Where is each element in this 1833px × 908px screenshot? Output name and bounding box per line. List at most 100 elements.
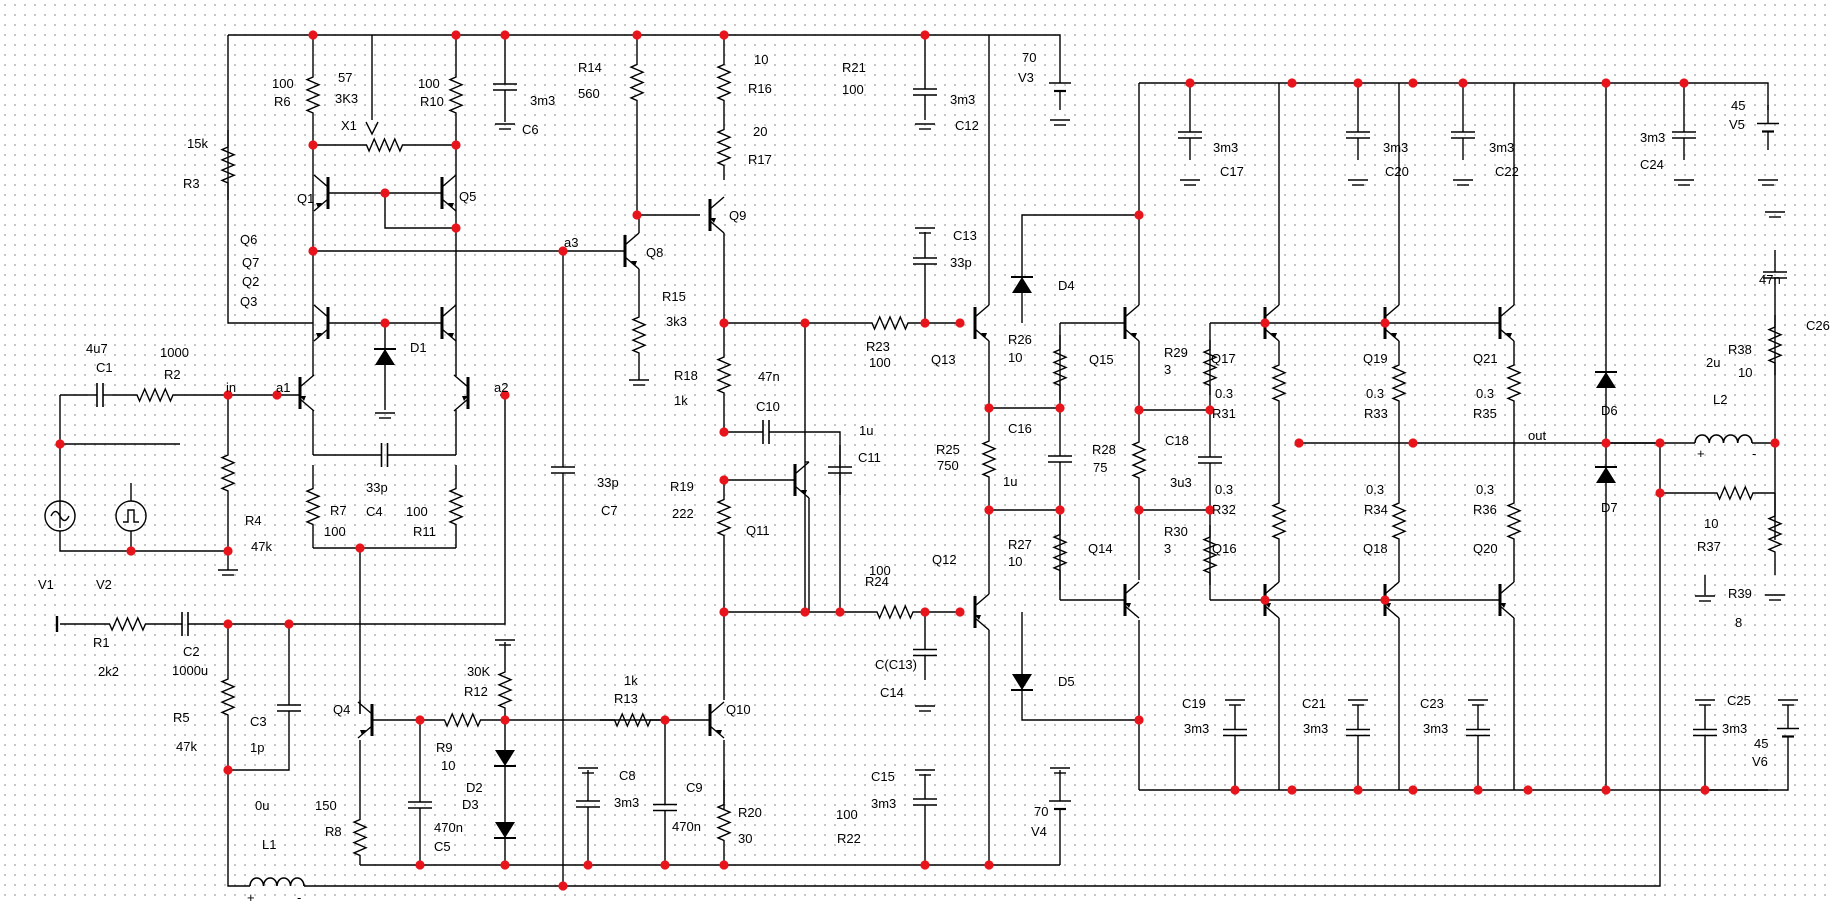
label-c22-ref: C22 xyxy=(1495,164,1519,179)
label-x1-pos: 57 xyxy=(338,70,352,85)
junction-node xyxy=(415,715,425,725)
transistor-q5 xyxy=(440,174,457,212)
label-r29-ref: R29 xyxy=(1164,345,1188,360)
junction-node xyxy=(984,505,994,515)
wire xyxy=(228,728,290,771)
label-q19: Q19 xyxy=(1363,351,1388,366)
label-r30-ref: R30 xyxy=(1164,524,1188,539)
wire xyxy=(638,214,700,233)
junction-node xyxy=(223,619,233,629)
label-c19-ref: C19 xyxy=(1182,696,1206,711)
wire xyxy=(1705,760,1789,791)
resistor-r37 xyxy=(1695,485,1775,501)
label-r33-value: 0.3 xyxy=(1366,386,1384,401)
diode-d7 xyxy=(1595,466,1617,483)
junction-node xyxy=(1679,78,1689,88)
junction-node xyxy=(719,607,729,617)
label-q4: Q4 xyxy=(333,702,350,717)
net-label-out: out xyxy=(1528,428,1546,443)
label-r26-value: 10 xyxy=(1008,350,1022,365)
label-r9-ref: R9 xyxy=(436,740,453,755)
wire xyxy=(384,193,456,229)
resistor-r36 xyxy=(1506,460,1522,582)
label-d3: D3 xyxy=(462,797,479,812)
resistor-r5 xyxy=(220,624,236,770)
transistor-q12 xyxy=(973,593,990,631)
label-r24-value: 100 xyxy=(869,563,891,578)
resistor-r29 xyxy=(1202,340,1218,395)
label-r6-value: 100 xyxy=(272,76,294,91)
label-r21-value: 100 xyxy=(842,82,864,97)
wire xyxy=(1021,612,1140,721)
transistor-q14 xyxy=(1123,581,1140,619)
label-q8: Q8 xyxy=(646,245,663,260)
label-r32-value: 0.3 xyxy=(1215,482,1233,497)
junction-node xyxy=(55,439,65,449)
label-l2-ref: L2 xyxy=(1713,392,1727,407)
diode-d1 xyxy=(374,348,396,365)
junction-node xyxy=(632,30,642,40)
junction-node xyxy=(380,318,390,328)
label-x1-ref: X1 xyxy=(341,118,357,133)
junction-node xyxy=(719,427,729,437)
wire xyxy=(808,431,841,612)
label-r17-value: 20 xyxy=(753,124,767,139)
label-r22-value: 100 xyxy=(836,807,858,822)
label-r35-value: 0.3 xyxy=(1476,386,1494,401)
label-c2-ref: C2 xyxy=(183,644,200,659)
junction-node xyxy=(719,475,729,485)
label-c3-value: 1p xyxy=(250,740,264,755)
label-c9-ref: C9 xyxy=(686,780,703,795)
resistor-r11 xyxy=(448,465,464,548)
resistor-r32 xyxy=(1271,460,1287,582)
label-c21-ref: C21 xyxy=(1302,696,1326,711)
junction-node xyxy=(955,607,965,617)
junction-node xyxy=(1260,318,1270,328)
label-c1-ref: C1 xyxy=(96,360,113,375)
label-r38-ref: R38 xyxy=(1728,342,1752,357)
junction-node xyxy=(583,860,593,870)
label-c24-ref: C24 xyxy=(1640,157,1664,172)
resistor-r31 xyxy=(1271,341,1287,425)
label-r9-value: 10 xyxy=(441,758,455,773)
junction-node xyxy=(1601,785,1611,795)
resistor-r23 xyxy=(850,315,930,331)
wires xyxy=(59,34,1789,887)
label-c11-value: 1u xyxy=(859,423,873,438)
label-r13-value: 1k xyxy=(624,673,638,688)
label-c14-value: C(C13) xyxy=(875,657,917,672)
label-r4-ref: R4 xyxy=(245,513,262,528)
junction-node xyxy=(500,715,510,725)
step-source-icon xyxy=(115,500,147,532)
label-r11-ref: R11 xyxy=(413,524,436,539)
junction-node xyxy=(1353,785,1363,795)
label-c1-value: 4u7 xyxy=(86,341,108,356)
resistor-r4 xyxy=(220,395,236,551)
label-c2-value: 1000u xyxy=(172,663,208,678)
junction-node xyxy=(355,543,365,553)
label-c19-value: 3m3 xyxy=(1184,721,1209,736)
transistor-q2 xyxy=(313,304,330,342)
label-c26-value: 47n xyxy=(1759,272,1781,287)
label-r27-ref: R27 xyxy=(1008,537,1032,552)
label-l1-value: 0u xyxy=(255,798,269,813)
diode-d5 xyxy=(1011,674,1033,691)
label-c18-ref: C18 xyxy=(1165,433,1189,448)
label-v3-ref: V3 xyxy=(1018,70,1034,85)
junction-node xyxy=(1523,785,1533,795)
junction-node xyxy=(451,30,461,40)
resistor-r9 xyxy=(420,712,505,728)
label-q1: Q1 xyxy=(297,191,314,206)
label-v5-ref: V5 xyxy=(1729,117,1745,132)
label-r10-ref: R10 xyxy=(420,94,444,109)
label-d4: D4 xyxy=(1058,278,1075,293)
label-r32-ref: R32 xyxy=(1212,502,1236,517)
label-c12-value: 3m3 xyxy=(950,92,975,107)
resistor-r10 xyxy=(448,62,464,128)
label-r8-value: 150 xyxy=(315,798,337,813)
transistor-q13 xyxy=(973,304,990,342)
label-d1: D1 xyxy=(410,340,427,355)
label-r19-ref: R19 xyxy=(670,479,694,494)
